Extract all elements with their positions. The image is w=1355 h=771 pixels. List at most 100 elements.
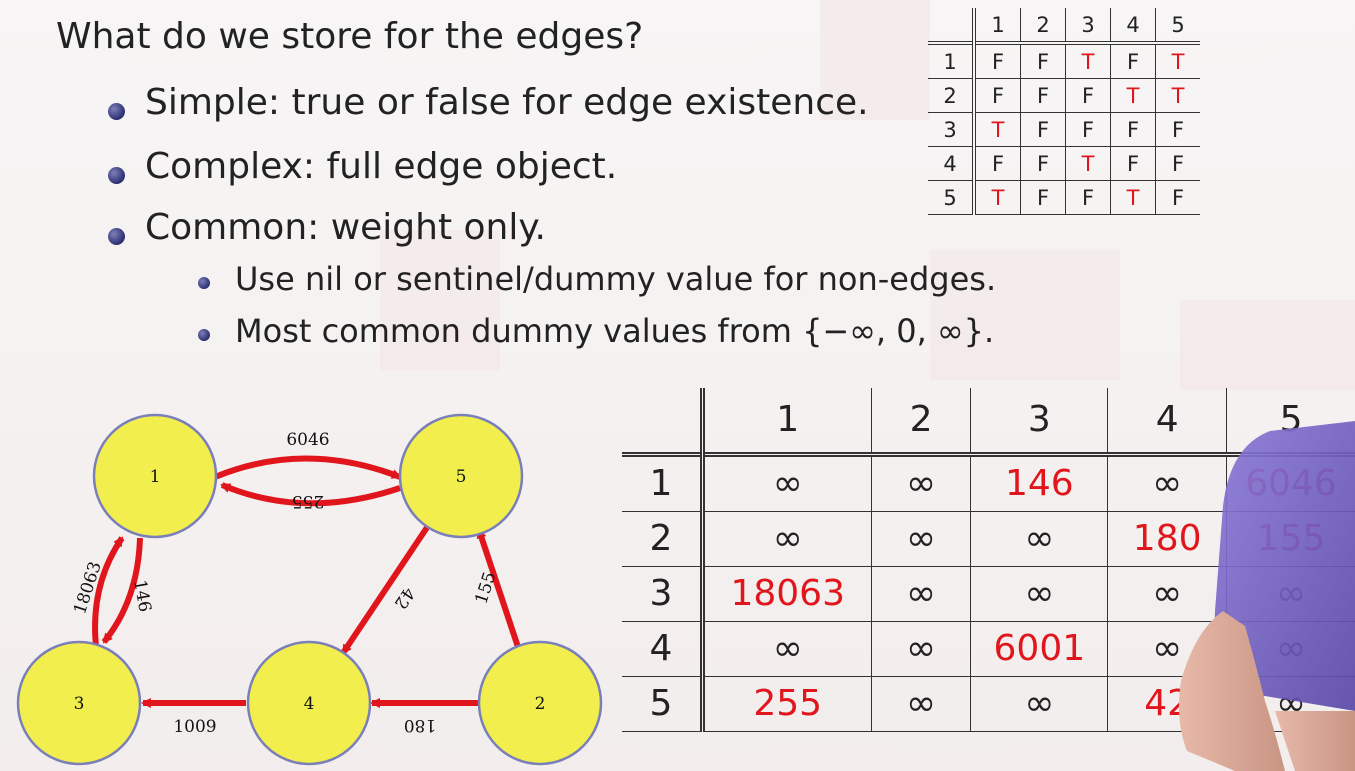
matrix-cell: 6001 xyxy=(970,621,1109,676)
matrix-cell: F xyxy=(1065,78,1111,113)
graph-node xyxy=(92,413,218,539)
weighted-graph-diagram: 1 5 3 4 2 6046 255 18063 146 42 155 1009… xyxy=(16,413,603,766)
matrix-cell: ∞ xyxy=(871,621,972,676)
matrix-cell: F xyxy=(1110,43,1156,79)
graph-edge xyxy=(220,482,401,507)
matrix-cell: 255 xyxy=(702,676,872,731)
column-header: 4 xyxy=(1107,388,1228,454)
matrix-cell: ∞ xyxy=(871,566,972,621)
background-decoration xyxy=(380,230,500,370)
matrix-cell: F xyxy=(1020,112,1066,147)
bullet-icon xyxy=(108,103,125,120)
bullet-common: Common: weight only. xyxy=(145,207,546,248)
graph-edge xyxy=(340,518,435,655)
matrix-cell: ∞ xyxy=(871,454,972,511)
matrix-cell: F xyxy=(1110,112,1156,147)
row-header: 3 xyxy=(622,566,705,621)
row-header: 4 xyxy=(928,146,976,181)
edge-label: 146 xyxy=(129,578,154,613)
matrix-cell: ∞ xyxy=(970,511,1109,566)
edge-label: 155 xyxy=(471,569,500,606)
matrix-cell: F xyxy=(1065,180,1111,215)
column-header: 1 xyxy=(702,388,872,454)
matrix-cell: 18063 xyxy=(702,566,872,621)
matrix-cell: ∞ xyxy=(1107,566,1228,621)
matrix-corner xyxy=(928,8,976,43)
node-label: 5 xyxy=(456,467,467,487)
matrix-cell: F xyxy=(1065,112,1111,147)
node-label: 3 xyxy=(74,694,85,714)
column-header: 5 xyxy=(1171,12,1185,37)
matrix-cell: F xyxy=(974,43,1021,79)
bullet-complex: Complex: full edge object. xyxy=(145,146,618,187)
matrix-cell: T xyxy=(974,180,1021,215)
column-header: 2 xyxy=(871,388,972,454)
graph-edge xyxy=(92,536,125,647)
matrix-cell: F xyxy=(1020,146,1066,181)
background-decoration xyxy=(820,0,930,120)
matrix-cell: T xyxy=(1065,146,1111,181)
edge-label: 42 xyxy=(390,583,419,612)
row-header: 5 xyxy=(622,676,705,731)
matrix-cell: 180 xyxy=(1107,511,1228,566)
column-header: 1 xyxy=(974,8,1021,43)
row-header: 5 xyxy=(928,180,976,215)
matrix-cell: T xyxy=(1171,49,1185,74)
row-header: 3 xyxy=(928,112,976,147)
bullet-icon xyxy=(108,167,125,184)
row-header: 1 xyxy=(622,454,705,511)
node-label: 1 xyxy=(150,467,161,487)
bullet-icon xyxy=(108,228,125,245)
edge-label: 180 xyxy=(404,715,436,735)
graph-edge xyxy=(101,537,143,644)
graph-node xyxy=(246,640,372,766)
bullet-simple: Simple: true or false for edge existence… xyxy=(145,82,869,123)
edge-label: 255 xyxy=(292,491,324,511)
matrix-cell: T xyxy=(1171,83,1185,108)
matrix-cell: ∞ xyxy=(871,676,972,731)
matrix-cell: T xyxy=(1110,78,1156,113)
node-label: 4 xyxy=(304,694,315,714)
matrix-cell: ∞ xyxy=(970,566,1109,621)
matrix-cell: F xyxy=(1171,185,1185,210)
matrix-cell: F xyxy=(974,146,1021,181)
graph-node xyxy=(16,640,142,766)
matrix-cell: F xyxy=(1171,151,1185,176)
matrix-cell: F xyxy=(1110,146,1156,181)
edge-label: 6046 xyxy=(286,430,329,450)
matrix-cell: ∞ xyxy=(702,454,872,511)
matrix-cell: ∞ xyxy=(1107,454,1228,511)
matrix-cell: T xyxy=(974,112,1021,147)
matrix-cell: 146 xyxy=(970,454,1109,511)
column-header: 4 xyxy=(1110,8,1156,43)
graph-node xyxy=(477,640,603,766)
column-header: 3 xyxy=(970,388,1109,454)
matrix-cell: ∞ xyxy=(871,511,972,566)
edge-label: 1009 xyxy=(173,717,216,737)
matrix-cell: F xyxy=(1020,78,1066,113)
row-header: 1 xyxy=(928,43,976,79)
matrix-cell: F xyxy=(974,78,1021,113)
graph-node xyxy=(398,413,524,539)
matrix-cell: ∞ xyxy=(702,621,872,676)
column-header: 2 xyxy=(1020,8,1066,43)
graph-edge xyxy=(213,455,402,480)
matrix-row: 2∞∞∞180155 xyxy=(622,511,1355,566)
sub-bullet-sentinel: Use nil or sentinel/dummy value for non-… xyxy=(235,260,997,298)
presenter-video-overlay xyxy=(1179,421,1355,771)
matrix-cell: F xyxy=(1020,180,1066,215)
matrix-corner xyxy=(622,388,705,454)
graph-edge xyxy=(476,528,522,651)
sub-bullet-icon xyxy=(198,277,210,289)
sub-bullet-icon xyxy=(198,329,210,341)
matrix-cell: F xyxy=(1171,117,1185,142)
row-header: 4 xyxy=(622,621,705,676)
matrix-cell: T xyxy=(1110,180,1156,215)
row-header: 2 xyxy=(928,78,976,113)
